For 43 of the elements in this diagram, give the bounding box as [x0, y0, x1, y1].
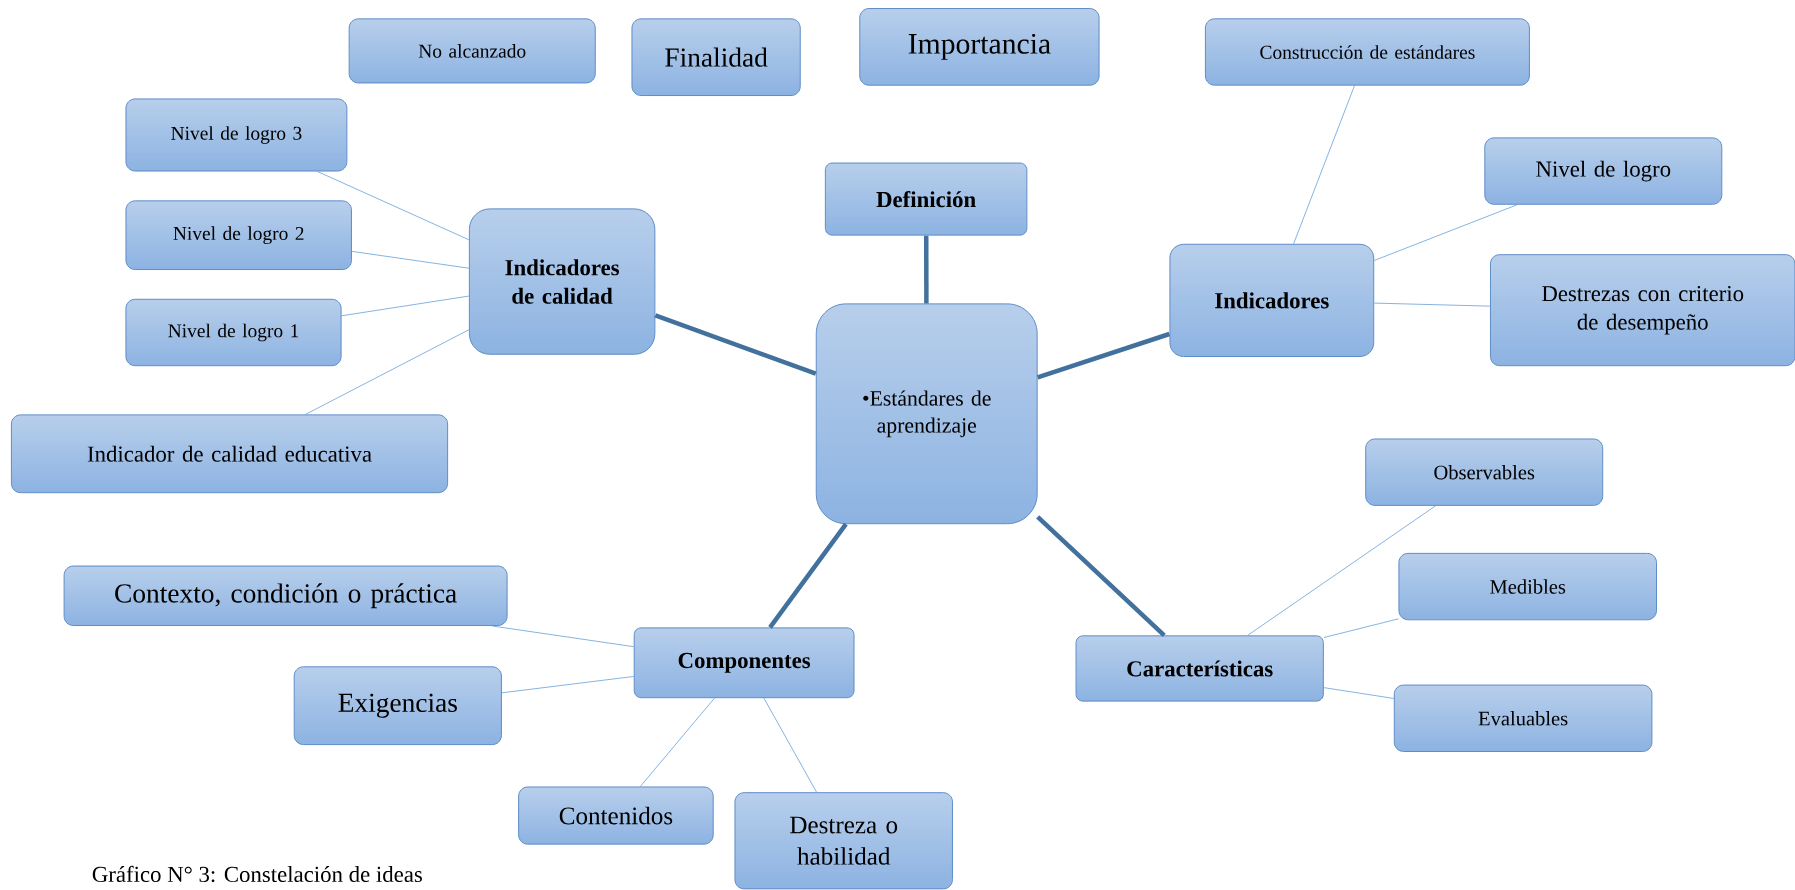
- connector-line: [492, 625, 635, 648]
- connector-line: [768, 522, 848, 629]
- concept-box: Indicador de calidad educativa: [10, 414, 449, 494]
- connector-line: [1373, 204, 1518, 261]
- connector-line: [923, 235, 929, 304]
- caption: Gráfico N° 3: Constelación de ideas: [92, 865, 422, 883]
- concept-box: •Estándares de aprendizaje: [815, 303, 1038, 525]
- connector-line: [317, 171, 470, 241]
- concept-box: Exigencias: [293, 666, 502, 746]
- concept-box: Observables: [1365, 438, 1604, 506]
- concept-box: Construcción de estándares: [1204, 18, 1530, 86]
- connector-line: [501, 676, 635, 694]
- concept-box: Contenidos: [518, 786, 714, 845]
- connector-line: [763, 697, 817, 793]
- concept-box: Indicadores de calidad: [468, 208, 656, 355]
- concept-box: Finalidad: [631, 18, 801, 97]
- concept-box: No alcanzado: [348, 18, 596, 84]
- concept-box: Nivel de logro 2: [125, 200, 352, 271]
- concept-box: Componentes: [633, 627, 855, 699]
- connector-line: [1036, 515, 1166, 637]
- connector-line: [654, 313, 817, 376]
- concept-box: Nivel de logro: [1484, 137, 1723, 205]
- connector-line: [1293, 85, 1355, 245]
- concept-box: Medibles: [1398, 552, 1657, 621]
- connector-line: [341, 295, 470, 317]
- connector-line: [1323, 687, 1395, 699]
- concept-box: Nivel de logro 1: [125, 298, 342, 367]
- concept-box: Contexto, condición o práctica: [63, 565, 508, 627]
- concept-box: Importancia: [859, 8, 1100, 86]
- concept-box: Destrezas con criterio de desempeño: [1489, 254, 1795, 367]
- concept-box: Características: [1075, 635, 1324, 702]
- connector-line: [639, 697, 715, 787]
- connector-line: [1247, 505, 1436, 636]
- concept-box: Nivel de logro 3: [125, 98, 348, 172]
- concept-box: Evaluables: [1393, 684, 1653, 752]
- connector-line: [1036, 331, 1171, 380]
- connector-line: [351, 251, 470, 269]
- concept-box: Indicadores: [1169, 243, 1375, 357]
- connector-line: [305, 329, 470, 415]
- concept-box: Definición: [824, 162, 1028, 236]
- concept-box: Destreza o habilidad: [734, 792, 953, 890]
- connector-line: [1323, 618, 1399, 638]
- connector-line: [1373, 302, 1491, 307]
